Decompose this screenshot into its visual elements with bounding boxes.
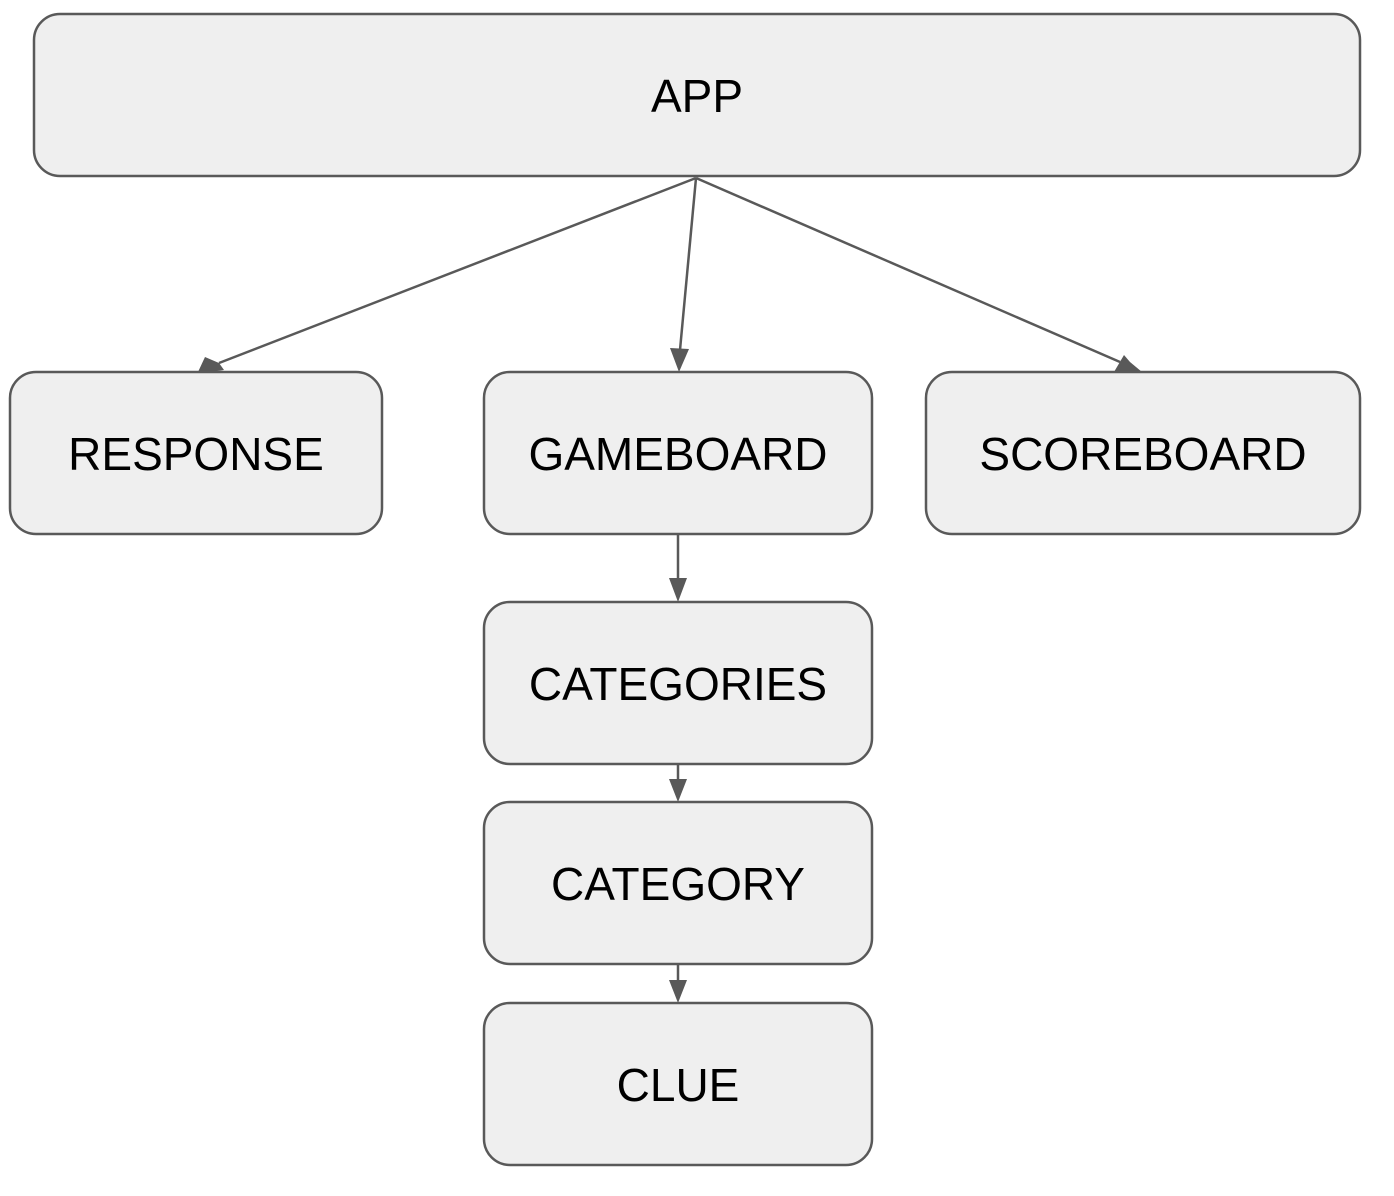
node-gameboard: GAMEBOARD: [482, 370, 874, 536]
node-category: CATEGORY: [482, 800, 874, 966]
node-clue: CLUE: [482, 1001, 874, 1167]
edge-category-clue: [669, 965, 687, 1003]
node-categories-label: CATEGORIES: [529, 658, 827, 710]
node-scoreboard-label: SCOREBOARD: [979, 428, 1306, 480]
edge-app-scoreboard: [695, 176, 1142, 372]
node-response: RESPONSE: [8, 370, 384, 536]
node-response-label: RESPONSE: [68, 428, 324, 480]
node-clue-label: CLUE: [617, 1059, 740, 1111]
node-gameboard-label: GAMEBOARD: [528, 428, 827, 480]
node-app-label: APP: [651, 70, 743, 122]
edge-app-response: [198, 176, 697, 372]
node-category-label: CATEGORY: [551, 858, 805, 910]
node-scoreboard: SCOREBOARD: [924, 370, 1362, 536]
edge-app-gameboard: [670, 177, 698, 372]
node-app: APP: [32, 12, 1362, 178]
nodes: APP RESPONSE GAMEBOARD SCOREBOARD CATEGO…: [8, 12, 1362, 1167]
edge-gameboard-categories: [669, 535, 687, 602]
edges: [198, 176, 1142, 1003]
node-categories: CATEGORIES: [482, 600, 874, 766]
edge-categories-category: [669, 765, 687, 802]
